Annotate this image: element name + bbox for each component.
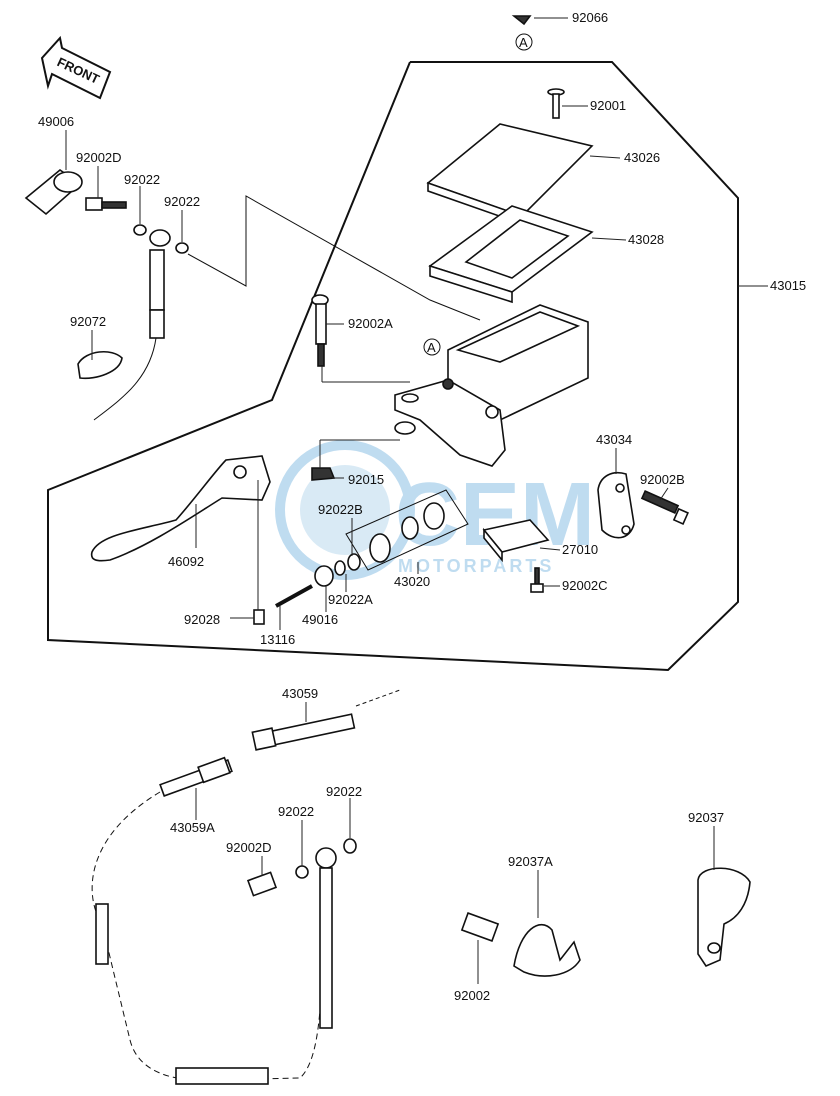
- assembly-outline: [47, 61, 739, 672]
- label-43059: 43059: [282, 686, 318, 701]
- label-43026: 43026: [624, 150, 660, 165]
- marker-a-top: [515, 33, 533, 51]
- label-92022-c: 92022: [278, 804, 314, 819]
- pushrod-13116: [275, 584, 313, 608]
- clamp-92037: [697, 867, 751, 967]
- hose-guide-line: [187, 195, 481, 321]
- diaphragm-inner: [464, 219, 570, 279]
- label-43028: 43028: [628, 232, 664, 247]
- banjo-bolt-92002D-top: [85, 197, 127, 211]
- screw-92001: [547, 88, 565, 119]
- bolt-92002: [460, 912, 500, 942]
- front-arrow-icon: FRONT: [40, 35, 112, 100]
- bolt-92002A: [311, 294, 329, 367]
- bracket-92037A: [513, 923, 581, 977]
- label-92022-a: 92022: [124, 172, 160, 187]
- hose-tail-top: [93, 337, 157, 421]
- hose-43059: [251, 689, 401, 751]
- washer-92022B: [347, 553, 361, 571]
- label-43015: 43015: [770, 278, 806, 293]
- label-92015: 92015: [348, 472, 384, 487]
- pin-92028: [253, 609, 265, 625]
- watermark-sub: MOTORPARTS: [398, 556, 554, 576]
- hose-banjo-lower: [315, 847, 337, 1029]
- hose-43059A: [159, 756, 233, 797]
- label-92022-b: 92022: [164, 194, 200, 209]
- master-cylinder-body: [394, 304, 589, 467]
- boot-49016: [314, 565, 334, 587]
- label-43034: 43034: [596, 432, 632, 447]
- marker-a-top-label: A: [519, 35, 528, 50]
- nut-92015: [311, 467, 336, 481]
- label-92022A: 92022A: [328, 592, 373, 607]
- hose-end-top: [149, 229, 171, 339]
- watermark-globe-icon: [275, 440, 415, 580]
- cap-92066: [511, 15, 532, 26]
- clamp-43034: [597, 472, 635, 539]
- hose-sleeve: [95, 903, 109, 965]
- banjo-bolt-92002D-bottom: [246, 871, 278, 897]
- cap-49006: [24, 168, 83, 216]
- label-92022-d: 92022: [326, 784, 362, 799]
- label-92001: 92001: [590, 98, 626, 113]
- label-92037: 92037: [688, 810, 724, 825]
- lever-pivot: [233, 465, 247, 479]
- leader-lines: [65, 17, 768, 984]
- label-92037A: 92037A: [508, 854, 553, 869]
- label-43020: 43020: [394, 574, 430, 589]
- diaphragm-edge: [429, 264, 513, 304]
- piston-kit-43020: [345, 489, 469, 571]
- label-46092: 46092: [168, 554, 204, 569]
- label-92002C: 92002C: [562, 578, 608, 593]
- label-13116: 13116: [260, 632, 295, 647]
- washer-92022-b: [175, 242, 189, 254]
- washer-92022-c: [295, 865, 309, 879]
- clamp-92072: [77, 351, 123, 380]
- label-92002B: 92002B: [640, 472, 685, 487]
- label-49016: 49016: [302, 612, 338, 627]
- watermark-globe-fill: [300, 465, 390, 555]
- hose-end-bottom: [175, 1067, 269, 1085]
- lever-46092: [90, 455, 271, 562]
- label-92002D-top: 92002D: [76, 150, 122, 165]
- label-92002A: 92002A: [348, 316, 393, 331]
- bolt-92002B: [640, 489, 689, 525]
- label-92066: 92066: [572, 10, 608, 25]
- label-92002: 92002: [454, 988, 490, 1003]
- piston-parts: [369, 502, 445, 563]
- washer-92022-a: [133, 224, 147, 236]
- label-92022B: 92022B: [318, 502, 363, 517]
- label-92028: 92028: [184, 612, 220, 627]
- marker-a-body: [423, 338, 441, 356]
- watermark: CEM MOTORPARTS: [275, 440, 595, 580]
- washer-92022A: [334, 560, 346, 576]
- label-92002D-bottom: 92002D: [226, 840, 272, 855]
- label-43059A: 43059A: [170, 820, 215, 835]
- cover-43026: [426, 123, 594, 217]
- label-92072: 92072: [70, 314, 106, 329]
- hose-lower-line: [91, 791, 323, 1082]
- label-49006: 49006: [38, 114, 74, 129]
- washer-92022-d: [343, 838, 357, 854]
- marker-a-body-label: A: [427, 340, 436, 355]
- screw-92002C: [530, 567, 544, 593]
- label-27010: 27010: [562, 542, 598, 557]
